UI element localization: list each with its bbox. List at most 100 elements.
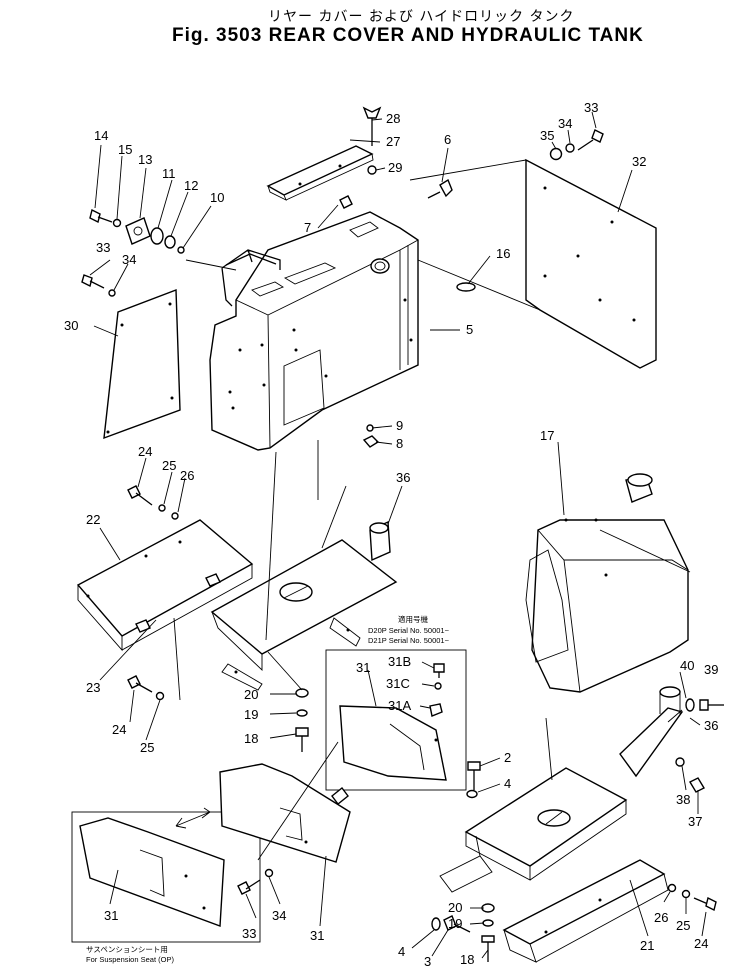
callout-20-lower: 20 <box>448 900 462 915</box>
callout-31A: 31A <box>388 698 411 713</box>
washer-34-top <box>565 143 575 153</box>
diagram-title-japanese: リヤー カバー および ハイドロリック タンク <box>268 9 575 25</box>
callout-38: 38 <box>676 792 690 807</box>
callout-11: 11 <box>162 166 176 181</box>
callout-34-lower: 34 <box>272 908 286 923</box>
callout-29: 29 <box>388 160 402 175</box>
washer-19-upper <box>296 709 308 717</box>
callout-25-upper: 25 <box>162 458 176 473</box>
washer-34-left <box>108 289 116 297</box>
callout-27: 27 <box>386 134 400 149</box>
callout-19-upper: 19 <box>244 707 258 722</box>
washer-19-lower <box>482 919 494 927</box>
callout-35: 35 <box>540 128 554 143</box>
callout-34-top: 34 <box>558 116 572 131</box>
arrow-marker <box>331 787 349 805</box>
callout-33-left: 33 <box>96 240 110 255</box>
side-bracket-21 <box>502 859 669 963</box>
callout-6: 6 <box>444 132 451 147</box>
callout-33-lower: 33 <box>242 926 256 941</box>
callout-28: 28 <box>386 111 400 126</box>
callout-5: 5 <box>466 322 473 337</box>
callout-24-right: 24 <box>694 936 708 951</box>
bolt-33-left <box>81 274 105 289</box>
wing-bolt-6 <box>427 178 453 199</box>
callout-21: 21 <box>640 938 654 953</box>
callout-30: 30 <box>64 318 78 333</box>
bolt-33-top <box>577 129 604 151</box>
bolt-2 <box>467 761 481 790</box>
callout-26-lower: 26 <box>654 910 668 925</box>
callout-19-lower: 19 <box>448 916 462 931</box>
nut-38 <box>675 757 685 767</box>
bolt-18-upper <box>295 727 309 752</box>
callout-numbers: 28 27 29 6 7 33 34 35 32 14 15 13 11 12 … <box>64 100 718 968</box>
callout-36-right: 36 <box>704 718 718 733</box>
callout-4-upper: 4 <box>504 776 511 791</box>
callout-25-lower: 25 <box>140 740 154 755</box>
callout-18-lower: 18 <box>460 952 474 967</box>
suspension-detail-box <box>71 811 261 943</box>
bolt-3 <box>443 915 471 933</box>
washer-4-upper <box>466 789 478 799</box>
bolt-24-right <box>693 896 717 912</box>
suspension-note-en: For Suspension Seat (OP) <box>86 955 174 964</box>
cover-plate-31-lower <box>219 763 351 863</box>
hydraulic-tank <box>525 473 691 693</box>
bracket-22 <box>76 519 254 652</box>
bolt-24-lower <box>127 675 153 693</box>
side-plate-30 <box>103 288 181 440</box>
washer-25-right <box>681 889 691 899</box>
callout-37: 37 <box>688 814 702 829</box>
callout-23: 23 <box>86 680 100 695</box>
bolt-18-lower <box>481 935 495 962</box>
callout-33-top: 33 <box>584 100 598 115</box>
washer-26-upper <box>171 512 179 520</box>
callout-31-box: 31 <box>356 660 370 675</box>
bolt-39-washer-40 <box>685 698 724 712</box>
callout-36-upper: 36 <box>396 470 410 485</box>
side-plate-32 <box>525 158 657 369</box>
bolt-9-8 <box>362 424 380 448</box>
callout-13: 13 <box>138 152 152 167</box>
callout-31-suspension: 31 <box>104 908 118 923</box>
nut-35 <box>549 147 563 161</box>
callout-16: 16 <box>496 246 510 261</box>
washer-4-lower <box>431 917 441 931</box>
washer-15 <box>112 218 122 228</box>
leader-lines <box>89 111 707 959</box>
callout-4-lower: 4 <box>398 944 405 959</box>
serial-note: 適用号機 D20P Serial No. 50001~ D21P Serial … <box>368 614 450 645</box>
callout-12: 12 <box>184 178 198 193</box>
callout-18-upper: 18 <box>244 731 258 746</box>
serial-note-line1: D20P Serial No. 50001~ <box>368 626 450 635</box>
washer-25-lower <box>155 691 165 701</box>
bolt-37 <box>689 777 705 793</box>
diagram-title: Fig. 3503 REAR COVER AND HYDRAULIC TANK <box>172 25 644 46</box>
rear-cover-body <box>209 211 419 451</box>
callout-3: 3 <box>424 954 431 968</box>
serial-note-line2: D21P Serial No. 50001~ <box>368 636 450 645</box>
callout-24-upper: 24 <box>138 444 152 459</box>
bolt-24-upper <box>127 485 153 506</box>
gasket-11 <box>150 227 164 245</box>
floor-bracket-right <box>439 767 628 893</box>
grommet-16 <box>456 282 476 292</box>
nut-29 <box>367 165 377 175</box>
bracket-36-right <box>619 686 684 778</box>
double-arrow <box>175 807 211 829</box>
callout-9: 9 <box>396 418 403 433</box>
callout-32: 32 <box>632 154 646 169</box>
serial-detail-box <box>325 649 467 791</box>
callout-7: 7 <box>304 220 311 235</box>
callout-24-lower: 24 <box>112 722 126 737</box>
flange-plate-13 <box>125 217 151 245</box>
serial-note-jp: 適用号機 <box>398 614 428 624</box>
suspension-note-jp: サスペンションシート用 <box>86 945 168 954</box>
suspension-note: サスペンションシート用 For Suspension Seat (OP) <box>86 945 174 964</box>
callout-22: 22 <box>86 512 100 527</box>
callout-17: 17 <box>540 428 554 443</box>
callout-31-lower: 31 <box>310 928 324 943</box>
callout-25-right: 25 <box>676 918 690 933</box>
